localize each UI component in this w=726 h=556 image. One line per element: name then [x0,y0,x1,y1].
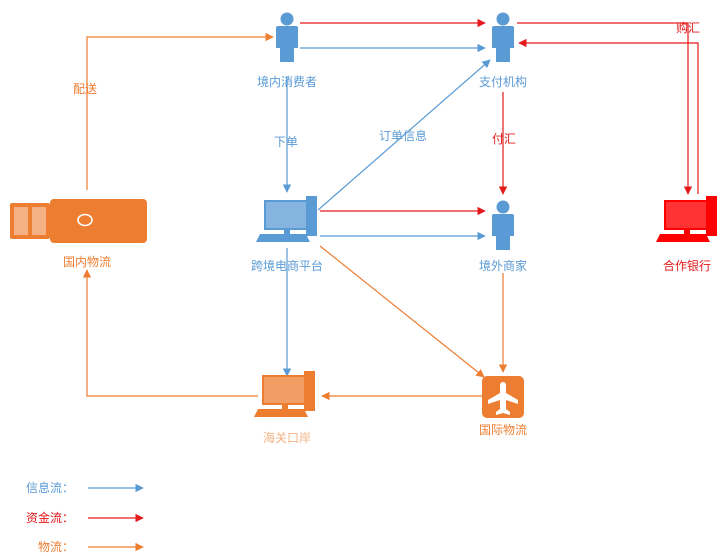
node-customs-label: 海关口岸 [263,430,311,445]
node-customs: 海关口岸 [254,371,315,445]
node-domestic-logistics: 国内物流 [10,199,147,269]
legend: 信息流： 资金流： 物流： [26,480,144,554]
node-merchant: 境外商家 [479,200,527,273]
node-merchant-label: 境外商家 [479,258,527,273]
node-intl-logistics: 国际物流 [479,376,527,437]
node-consumer-label: 境内消费者 [257,74,317,89]
edge-customs-to-domestic [82,269,258,397]
legend-item-logistics: 物流： [38,540,144,554]
edge-payment-to-bank [517,22,693,195]
person-icon [492,200,514,250]
node-payment-label: 支付机构 [479,74,527,89]
legend-item-fund: 资金流： [26,510,144,525]
edge-domestic-to-consumer [86,32,274,190]
edge-platform-to-intl [319,245,485,378]
node-platform: 跨境电商平台 [251,196,323,273]
node-platform-label: 跨境电商平台 [251,258,323,273]
edge-bank-to-payment [518,38,699,194]
person-icon [492,12,514,62]
node-consumer: 境内消费者 [257,12,317,89]
legend-fund-label: 资金流： [26,510,74,525]
person-icon [276,12,298,62]
node-bank: 合作银行 [656,196,717,273]
label-pay: 付汇 [492,132,516,146]
airplane-icon [488,382,518,415]
node-domestic-logistics-label: 国内物流 [63,255,111,269]
legend-logistics-label: 物流： [38,540,74,554]
label-order-info: 订单信息 [379,128,427,143]
node-intl-logistics-label: 国际物流 [479,423,527,437]
label-order: 下单 [274,135,298,149]
label-delivery: 配送 [73,81,97,96]
truck-icon [10,199,147,243]
node-payment: 支付机构 [479,12,527,89]
node-bank-label: 合作银行 [663,258,711,273]
legend-item-info: 信息流： [26,480,144,495]
edge-platform-to-payment [317,59,491,211]
label-purchase: 购汇 [676,20,700,35]
legend-info-label: 信息流： [26,480,74,495]
